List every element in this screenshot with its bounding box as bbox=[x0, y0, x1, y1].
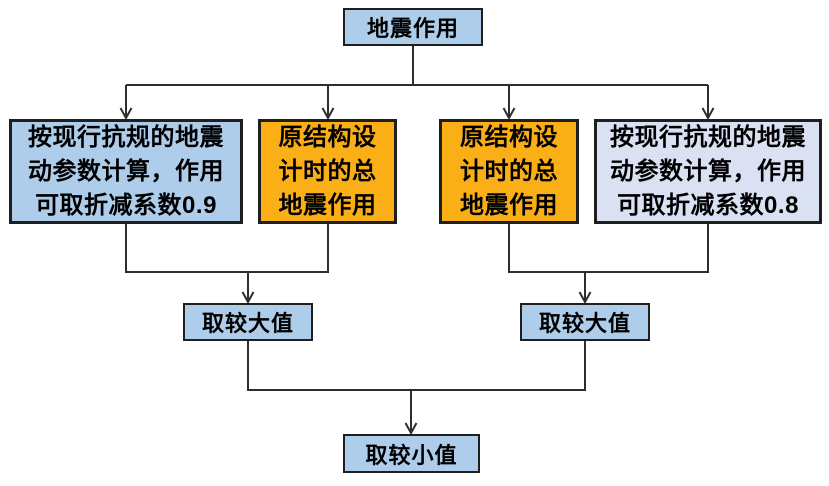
node-line: 动参数计算，作用 bbox=[28, 157, 224, 185]
node-take-larger-left-label: 取较大值 bbox=[201, 311, 294, 336]
node-seismic-action-label: 地震作用 bbox=[366, 16, 459, 41]
node-take-larger-right: 取较大值 bbox=[520, 303, 650, 341]
arrowhead-merge-right bbox=[578, 291, 592, 305]
node-line: 按现行抗规的地震 bbox=[28, 123, 224, 151]
connector-final-merge bbox=[247, 341, 586, 391]
node-line: 可取折减系数0.8 bbox=[617, 191, 799, 219]
node-seismic-action: 地震作用 bbox=[343, 8, 483, 46]
node-line: 地震作用 bbox=[460, 191, 558, 219]
connector-merge-right bbox=[508, 224, 709, 273]
arrowhead-branch-3 bbox=[502, 107, 516, 121]
node-line: 动参数计算，作用 bbox=[610, 157, 806, 185]
node-original-design-left: 原结构设 计时的总 地震作用 bbox=[258, 119, 397, 224]
node-line: 地震作用 bbox=[278, 191, 377, 219]
node-line: 原结构设 bbox=[278, 123, 377, 151]
node-line: 原结构设 bbox=[460, 123, 558, 151]
arrowhead-final bbox=[404, 422, 418, 436]
node-current-code-reduction-0-8: 按现行抗规的地震 动参数计算，作用 可取折减系数0.8 bbox=[594, 119, 822, 224]
arrowhead-merge-left bbox=[241, 291, 255, 305]
node-line: 计时的总 bbox=[278, 157, 377, 185]
node-line: 按现行抗规的地震 bbox=[610, 123, 806, 151]
node-take-larger-right-label: 取较大值 bbox=[538, 311, 631, 336]
arrowhead-branch-2 bbox=[321, 107, 335, 121]
node-line: 计时的总 bbox=[460, 157, 558, 185]
arrowhead-branch-4 bbox=[701, 107, 715, 121]
node-current-code-reduction-0-9: 按现行抗规的地震 动参数计算，作用 可取折减系数0.9 bbox=[9, 119, 243, 224]
arrowhead-branch-1 bbox=[119, 107, 133, 121]
node-take-smaller-label: 取较小值 bbox=[365, 442, 458, 468]
node-take-larger-left: 取较大值 bbox=[183, 303, 313, 341]
connector-merge-left bbox=[125, 224, 329, 273]
node-original-design-right: 原结构设 计时的总 地震作用 bbox=[439, 119, 579, 224]
node-line: 可取折减系数0.9 bbox=[35, 191, 217, 219]
node-take-smaller: 取较小值 bbox=[343, 434, 480, 473]
